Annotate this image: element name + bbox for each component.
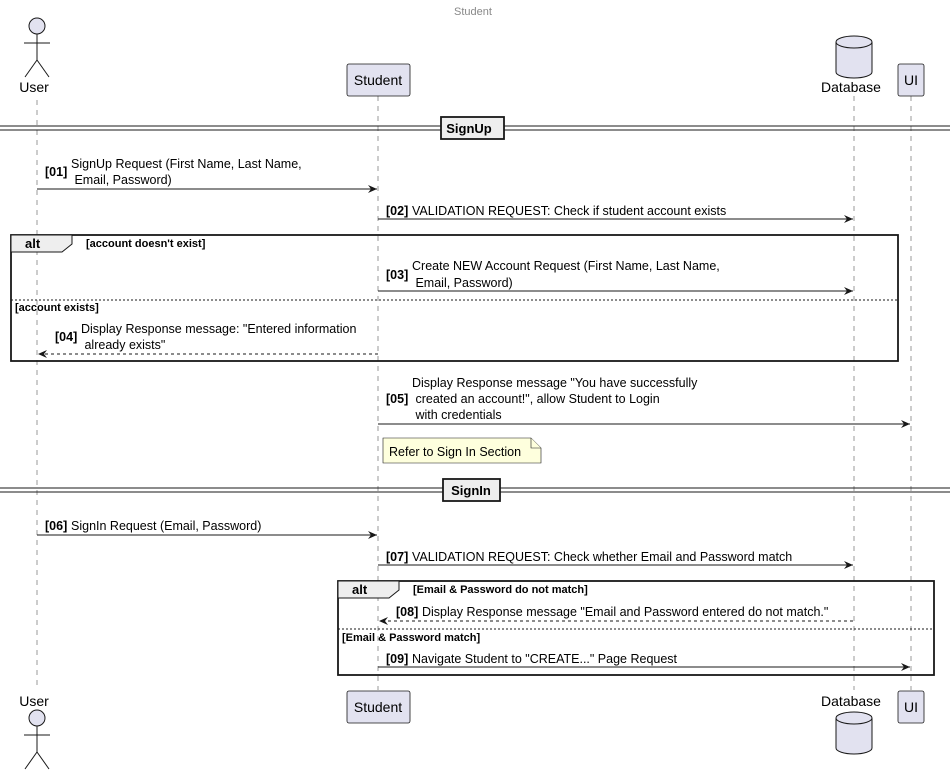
message-05: [05] Display Response message "You have … (378, 376, 910, 428)
actor-icon (28, 709, 46, 727)
message-01-number: [01] (45, 165, 67, 179)
message-06-text: SignIn Request (Email, Password) (71, 519, 261, 533)
message-06-number: [06] (45, 519, 67, 533)
participant-ui-top: UI (897, 63, 925, 97)
message-07: [07] VALIDATION REQUEST: Check whether E… (378, 550, 853, 569)
divider-signup: SignUp (0, 116, 950, 140)
actor-icon (28, 17, 46, 35)
participant-database-top: Database (821, 35, 881, 95)
participant-student-label-bottom: Student (354, 699, 402, 715)
note-text: Refer to Sign In Section (389, 445, 521, 459)
participant-ui-bottom: UI (897, 690, 925, 724)
participant-ui-label-bottom: UI (904, 699, 918, 715)
message-04: [04] Display Response message: "Entered … (38, 322, 378, 358)
message-05-text-line3: with credentials (412, 408, 502, 422)
participant-student-top: Student (346, 63, 411, 97)
database-icon (835, 42, 873, 79)
message-03-text-line2: Email, Password) (412, 276, 513, 290)
message-04-text-line2: already exists" (81, 338, 165, 352)
participant-database-bottom: Database (821, 693, 881, 755)
message-05-text-line1: Display Response message "You have succe… (412, 376, 698, 390)
participant-student-label: Student (354, 72, 402, 88)
database-icon (835, 718, 873, 755)
message-03-text-line1: Create NEW Account Request (First Name, … (412, 259, 720, 273)
message-07-text: VALIDATION REQUEST: Check whether Email … (412, 550, 792, 564)
participant-student-bottom: Student (346, 690, 411, 724)
message-08-number: [08] (396, 605, 418, 619)
message-09-text: Navigate Student to "CREATE..." Page Req… (412, 652, 678, 666)
participant-database-label-bottom: Database (821, 693, 881, 709)
message-03-number: [03] (386, 268, 408, 282)
message-09: [09] Navigate Student to "CREATE..." Pag… (378, 652, 910, 671)
participant-user-bottom: User (19, 693, 50, 770)
alt-1-guard: [account doesn't exist] (86, 238, 206, 250)
alt-block-2: alt [Email & Password do not match] [Ema… (337, 580, 935, 676)
divider-signin: SignIn (0, 478, 950, 502)
alt-1-keyword: alt (25, 236, 41, 251)
message-05-text-line2: created an account!", allow Student to L… (412, 392, 660, 406)
diagram-title: Student (454, 6, 492, 18)
participant-user-label-bottom: User (19, 693, 49, 709)
message-02-number: [02] (386, 204, 408, 218)
participant-user-label: User (19, 79, 49, 95)
participant-database-label: Database (821, 79, 881, 95)
message-01-text-line1: SignUp Request (First Name, Last Name, (71, 157, 302, 171)
message-08: [08] Display Response message "Email and… (379, 605, 853, 625)
message-06: [06] SignIn Request (Email, Password) (37, 519, 377, 539)
divider-signup-label: SignUp (446, 121, 492, 136)
divider-signin-label: SignIn (451, 483, 491, 498)
message-02-text: VALIDATION REQUEST: Check if student acc… (412, 204, 726, 218)
message-01-text-line2: Email, Password) (71, 173, 172, 187)
message-04-text-line1: Display Response message: "Entered infor… (81, 322, 356, 336)
message-02: [02] VALIDATION REQUEST: Check if studen… (378, 204, 853, 223)
message-01: [01] SignUp Request (First Name, Last Na… (37, 157, 377, 193)
alt-2-guard: [Email & Password do not match] (413, 584, 588, 596)
message-07-number: [07] (386, 550, 408, 564)
message-08-text: Display Response message "Email and Pass… (422, 605, 828, 619)
note-signin-reference: Refer to Sign In Section (382, 437, 542, 464)
alt-2-keyword: alt (352, 582, 368, 597)
alt-block-1: alt [account doesn't exist] [account exi… (10, 234, 899, 362)
message-03: [03] Create NEW Account Request (First N… (378, 259, 853, 295)
alt-2-else-guard: [Email & Password match] (342, 632, 480, 644)
message-05-number: [05] (386, 392, 408, 406)
participant-ui-label: UI (904, 72, 918, 88)
participant-user-top: User (19, 17, 50, 95)
message-09-number: [09] (386, 652, 408, 666)
message-04-number: [04] (55, 330, 77, 344)
alt-1-else-guard: [account exists] (15, 302, 99, 314)
